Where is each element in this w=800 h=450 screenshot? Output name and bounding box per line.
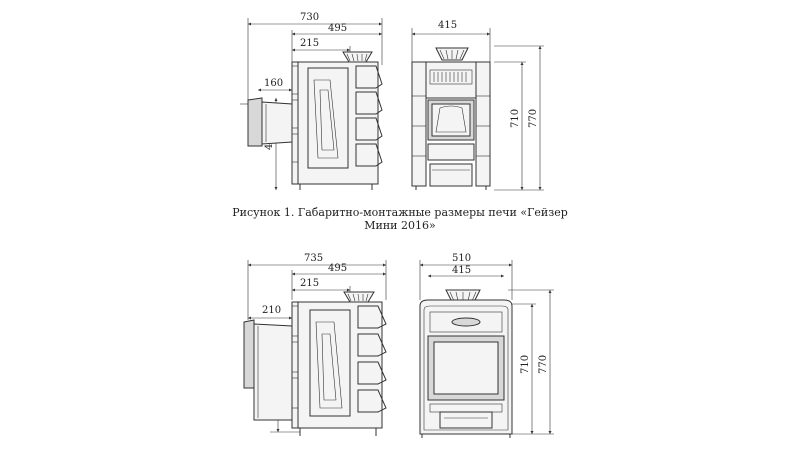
dim-770: 770 — [528, 109, 539, 128]
bottom-front-view: 510 415 710 770 — [419, 253, 554, 438]
dim-735: 735 — [304, 253, 323, 264]
dim-415-b: 415 — [452, 265, 471, 276]
caption-line-2: Мини 2016» — [364, 219, 436, 232]
dim-160: 160 — [264, 78, 283, 89]
dim-210: 210 — [262, 305, 281, 316]
dim-495: 495 — [328, 23, 347, 34]
dim-215-b: 215 — [300, 278, 319, 289]
dim-710-b: 710 — [520, 355, 531, 374]
bottom-side-view: 735 495 215 210 540 — [243, 253, 387, 436]
caption-line-1: Рисунок 1. Габаритно-монтажные размеры п… — [232, 206, 568, 219]
top-front-view: 415 710 770 — [411, 20, 544, 191]
dim-710: 710 — [510, 109, 521, 128]
figure-caption: Рисунок 1. Габаритно-монтажные размеры п… — [180, 206, 620, 232]
dim-415: 415 — [438, 20, 457, 31]
dim-495-b: 495 — [328, 263, 347, 274]
dim-510: 510 — [452, 253, 471, 264]
dim-730: 730 — [300, 12, 319, 23]
dim-215: 215 — [300, 38, 319, 49]
top-side-view: 730 495 215 160 470 — [240, 12, 383, 190]
dim-770-b: 770 — [538, 355, 549, 374]
